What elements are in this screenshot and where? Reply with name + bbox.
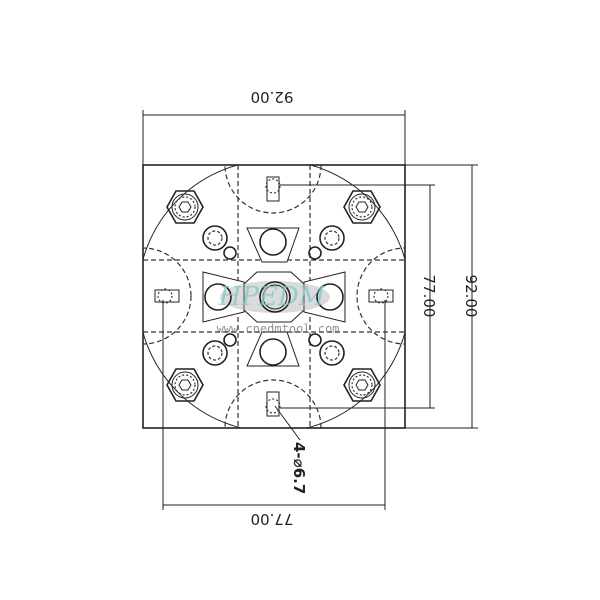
dashed-arc-top	[224, 165, 322, 214]
dim-label: 77.00	[251, 510, 294, 528]
hole-right	[316, 283, 344, 311]
watermark-logo: HPEDM	[218, 282, 327, 312]
dim-top-width: 92.00	[142, 88, 406, 165]
dim-label: 77.00	[420, 275, 438, 318]
dim-label: 92.00	[462, 275, 480, 318]
hex-bolt-icon	[166, 368, 204, 402]
hole-left	[204, 283, 232, 311]
hex-bolt-icon	[343, 190, 381, 224]
hole-bottom	[259, 338, 287, 366]
screws	[202, 225, 345, 366]
center-hole	[259, 281, 291, 313]
chuck-body	[143, 165, 405, 428]
dim-bottom-width: 77.00	[162, 300, 386, 528]
hex-bolt-icon	[343, 368, 381, 402]
hole-callout-label: 4-⌀6.7	[290, 442, 308, 494]
hole-callout: 4-⌀6.7	[274, 405, 308, 494]
watermark-url: www.cnedmtool.com	[217, 322, 340, 336]
hex-bolt-icon	[166, 190, 204, 224]
dim-right-outer: 92.00	[405, 164, 480, 429]
dim-label: 92.00	[251, 88, 294, 106]
dashed-arc-bottom	[224, 379, 322, 428]
hole-top	[259, 228, 287, 256]
center-jaws	[202, 227, 346, 367]
hex-bolts	[166, 190, 381, 402]
locating-pins	[154, 176, 394, 417]
dim-right-inner: 77.00	[280, 184, 438, 409]
plate-outline	[142, 164, 406, 429]
dashed-arc-left	[143, 247, 192, 345]
